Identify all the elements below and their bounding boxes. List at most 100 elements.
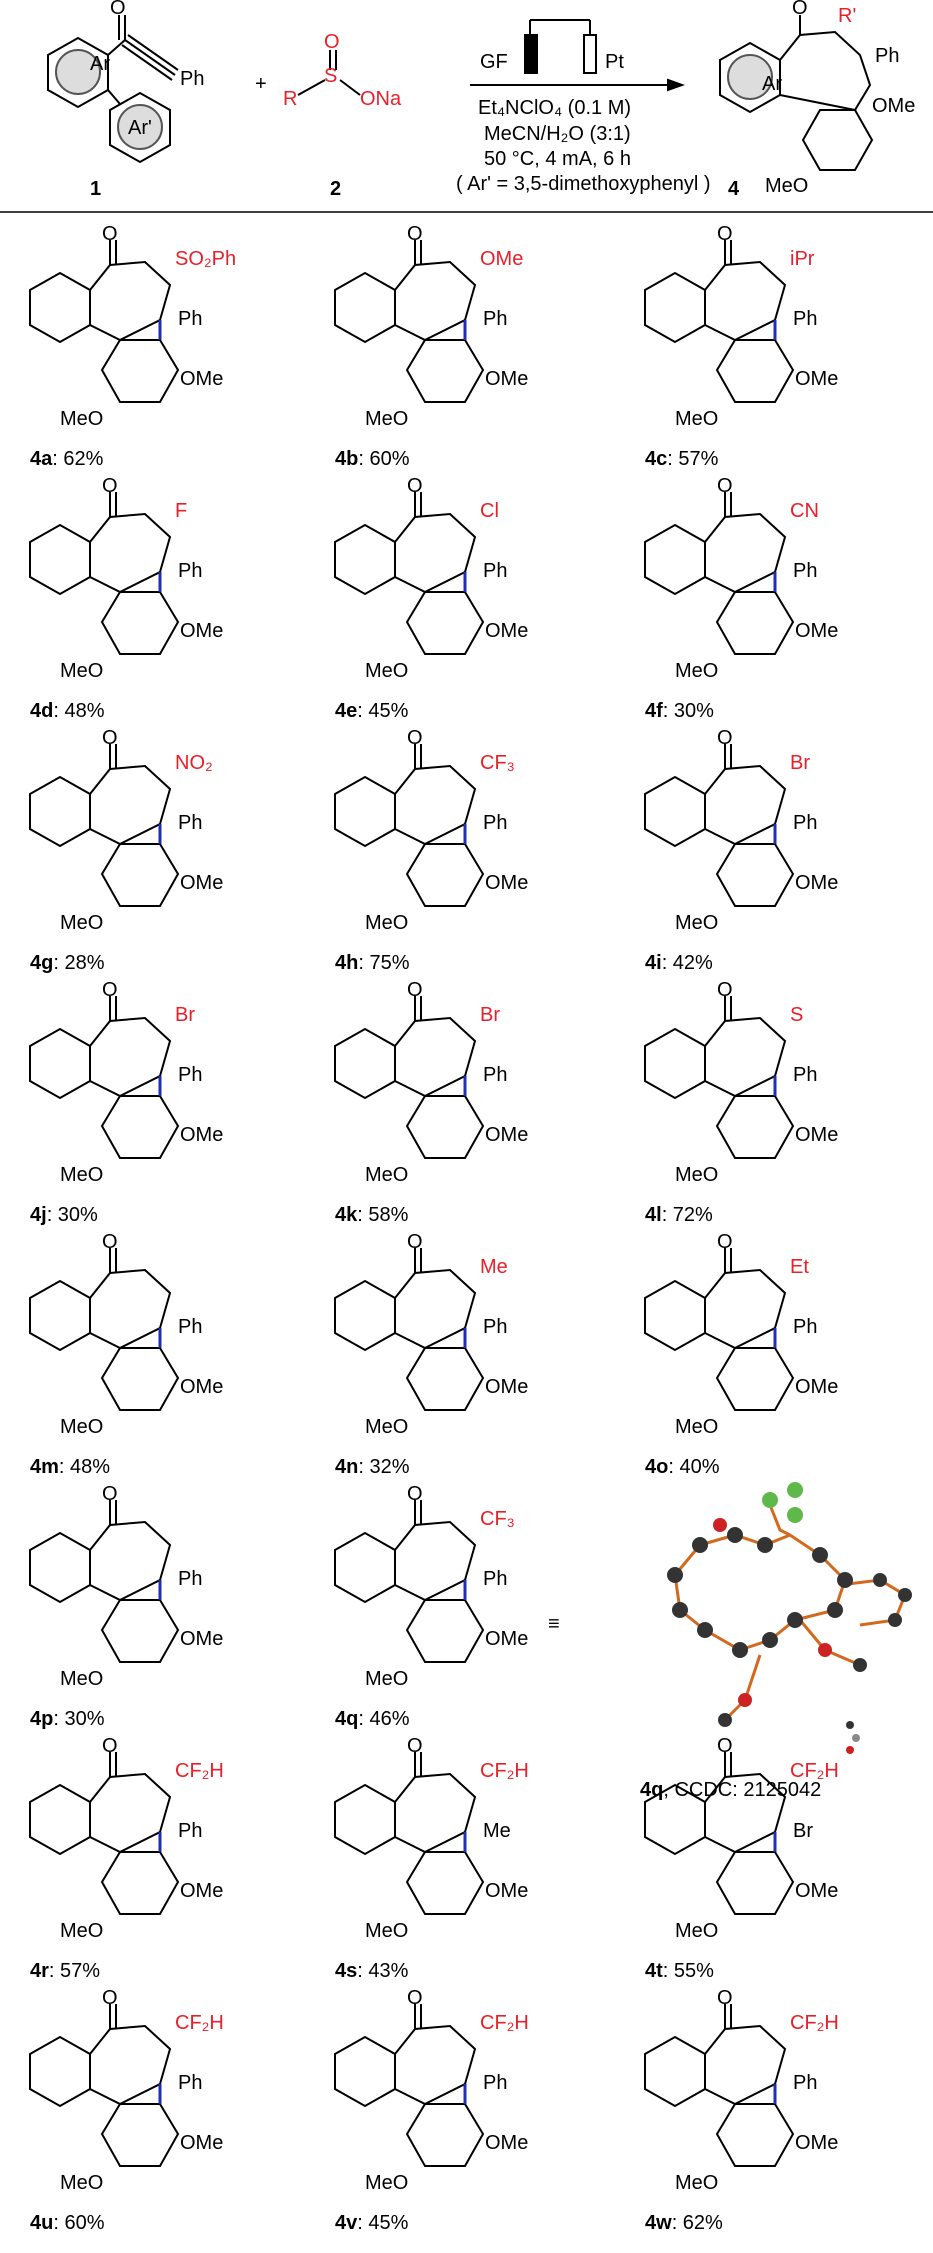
compound-id: 4n (335, 1456, 358, 1478)
r-prime-group: NO₂ (175, 752, 213, 774)
crystal-atoms (667, 1482, 912, 1754)
product-bonds (29, 2004, 180, 2167)
electrode-pt: Pt (605, 51, 624, 73)
methoxy-left: MeO (365, 408, 408, 430)
r-prime-group: iPr (790, 248, 815, 270)
methoxy-right: OMe (180, 620, 223, 642)
compound-id: 4l (645, 1204, 662, 1226)
compound-yield: : 75% (358, 952, 409, 974)
aryl-substituent: Ph (178, 308, 202, 330)
alkyne-2 (127, 34, 179, 71)
crystal-caption: 4q, CCDC: 2125042 (640, 1779, 821, 1801)
condition-solvent: MeCN/H₂O (3:1) (484, 123, 631, 145)
compound-id: 4q (335, 1708, 358, 1730)
methoxy-left: MeO (60, 1416, 103, 1438)
compound-yield: : 45% (357, 700, 408, 722)
product-bonds (334, 744, 485, 907)
alkyne-1 (124, 39, 176, 76)
methoxy-left: MeO (365, 912, 408, 934)
compound-label: 4i: 42% (645, 952, 713, 974)
product-meo: MeO (765, 175, 808, 197)
compound-label: 4l: 72% (645, 1204, 713, 1226)
product-bonds (29, 996, 180, 1159)
methoxy-right: OMe (485, 872, 528, 894)
r-prime-group: CF₂H (480, 2012, 529, 2034)
methoxy-right: OMe (485, 368, 528, 390)
product-ome: OMe (872, 95, 915, 117)
methoxy-right: OMe (485, 1124, 528, 1146)
compound-yield: : 28% (53, 952, 104, 974)
product-bonds (334, 492, 485, 655)
carbonyl-oxygen: O (407, 979, 423, 1001)
aryl-substituent: Ph (483, 2072, 507, 2094)
r-prime-group: CF₂H (790, 1760, 839, 1782)
compound-label: 4t: 55% (645, 1960, 714, 1982)
compound-id: 4u (30, 2212, 53, 2234)
methoxy-right: OMe (795, 620, 838, 642)
carbonyl-oxygen: O (407, 1483, 423, 1505)
product-ar-label: Ar (762, 73, 782, 95)
r-prime-group: CF₂H (480, 1760, 529, 1782)
reactant1-oxygen: O (110, 0, 126, 19)
carbonyl-oxygen: O (407, 475, 423, 497)
methoxy-right: OMe (795, 368, 838, 390)
graphite-electrode (524, 34, 538, 74)
compound-id: 4m (30, 1456, 59, 1478)
compound-id: 4d (30, 700, 53, 722)
compound-yield: : 60% (358, 448, 409, 470)
compound-label: 4k: 58% (335, 1204, 409, 1226)
compound-yield: : 60% (53, 2212, 104, 2234)
compound-label: 4m: 48% (30, 1456, 110, 1478)
methoxy-right: OMe (485, 1628, 528, 1650)
r-prime-group: CF₂H (175, 1760, 224, 1782)
aryl-substituent: Ph (178, 560, 202, 582)
methoxy-right: OMe (180, 368, 223, 390)
crystal-ccdc: , CCDC: 2125042 (663, 1779, 821, 1801)
methoxy-left: MeO (60, 1920, 103, 1942)
product-bonds (644, 744, 795, 907)
methoxy-right: OMe (485, 1880, 528, 1902)
equivalence-symbol: ≡ (548, 1613, 560, 1635)
r-prime-group: Cl (480, 500, 499, 522)
methoxy-right: OMe (180, 2132, 223, 2154)
compound-yield: : 42% (662, 952, 713, 974)
carbonyl-oxygen: O (102, 1231, 118, 1253)
compound-label: 4g: 28% (30, 952, 105, 974)
compound-label: 4e: 45% (335, 700, 409, 722)
r-prime-group: OMe (480, 248, 523, 270)
carbonyl-oxygen: O (102, 223, 118, 245)
methoxy-right: OMe (795, 1376, 838, 1398)
sulfinate-ona: ONa (360, 88, 402, 110)
methoxy-left: MeO (60, 1164, 103, 1186)
compound-id: 4p (30, 1708, 53, 1730)
carbonyl-oxygen: O (102, 979, 118, 1001)
product-bonds (334, 1500, 485, 1663)
compound-yield: : 45% (357, 2212, 408, 2234)
carbonyl-oxygen: O (102, 1483, 118, 1505)
compound-label: 4p: 30% (30, 1708, 105, 1730)
electrode-gf: GF (480, 51, 508, 73)
compound-label: 4w: 62% (645, 2212, 723, 2234)
r-prime-group: CF₂H (175, 2012, 224, 2034)
sulfinate-r: R (283, 88, 297, 110)
compound-yield: : 62% (52, 448, 103, 470)
compound-id: 4w (645, 2212, 672, 2234)
ar-label: Ar (90, 53, 110, 75)
methoxy-left: MeO (675, 1920, 718, 1942)
compound-yield: : 30% (663, 700, 714, 722)
compound-yield: : 40% (668, 1456, 719, 1478)
condition-temp-current: 50 °C, 4 mA, 6 h (484, 148, 631, 170)
compound-id: 4c (645, 448, 667, 470)
product-r-prime: R' (838, 5, 856, 27)
carbonyl-oxygen: O (407, 1987, 423, 2009)
methoxy-left: MeO (365, 1416, 408, 1438)
aryl-substituent: Ph (793, 308, 817, 330)
compound-id: 4a (30, 448, 53, 470)
compound-yield: : 57% (667, 448, 718, 470)
product-oxygen: O (792, 0, 808, 19)
